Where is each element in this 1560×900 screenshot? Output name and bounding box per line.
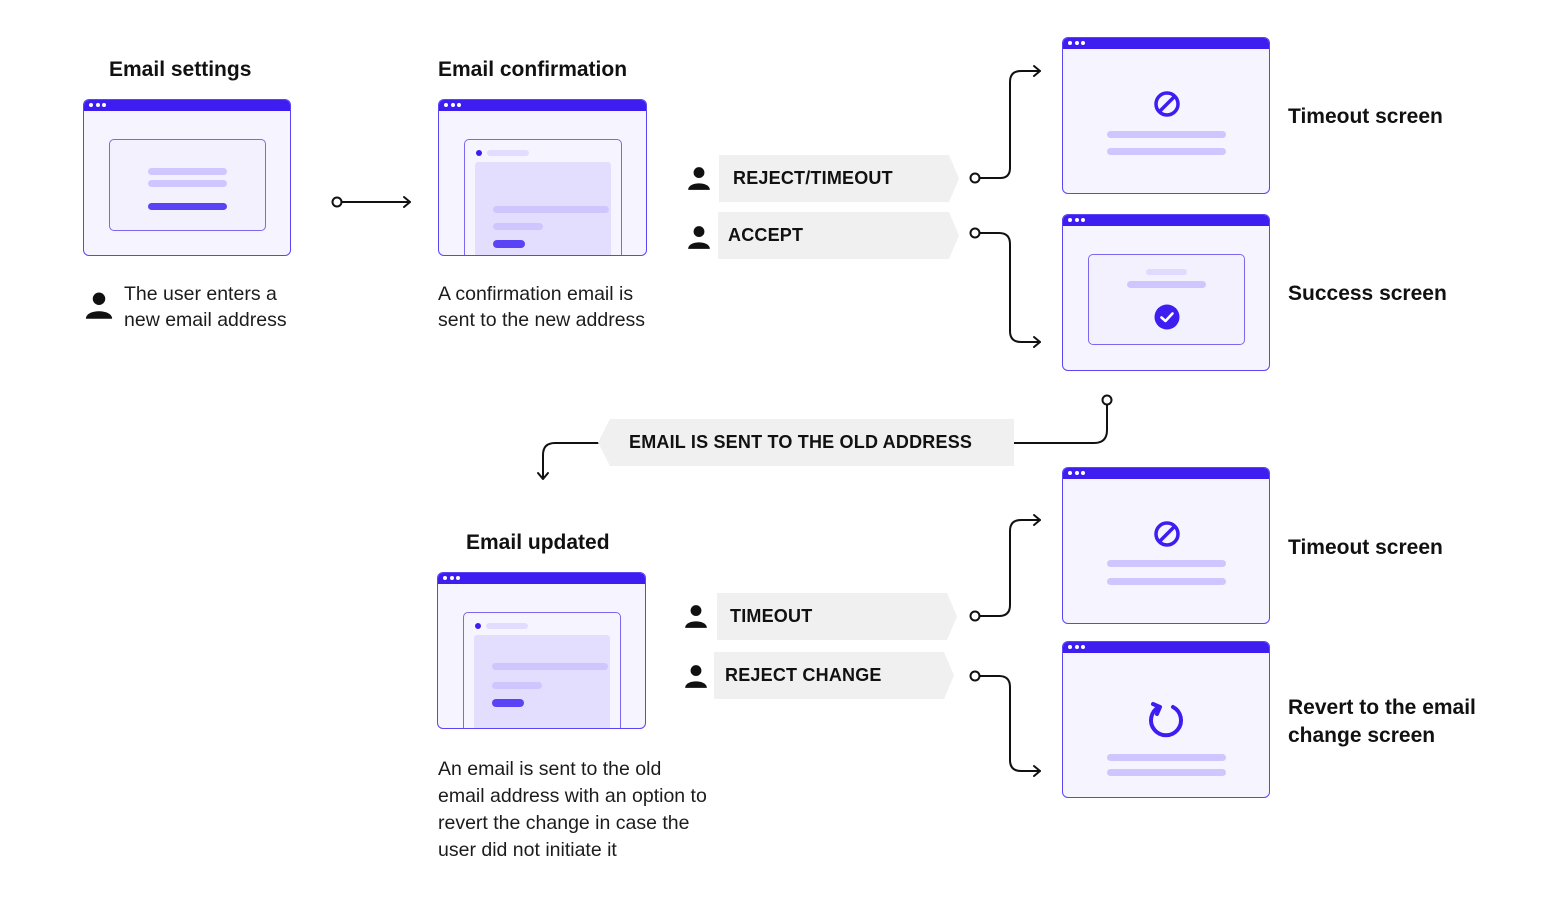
reject-timeout-action: REJECT/TIMEOUT — [719, 155, 959, 202]
step2-caption: A confirmation email is sent to the new … — [438, 283, 646, 331]
success-screen-window — [1062, 214, 1270, 371]
email-preview — [464, 139, 622, 255]
user-icon — [688, 167, 710, 190]
arrow-icon — [537, 394, 1113, 480]
email-updated-window — [437, 572, 646, 729]
arrow-icon — [969, 514, 1041, 622]
user-icon — [685, 605, 707, 628]
arrow-icon — [969, 227, 1041, 348]
block-icon — [1154, 521, 1180, 547]
step3-caption: An email is sent to the old email addres… — [438, 758, 707, 861]
success-card — [1088, 254, 1245, 345]
success-screen-label: Success screen — [1288, 282, 1447, 305]
step1-caption: The user enters a new email address — [124, 283, 287, 331]
block-icon — [1154, 91, 1180, 117]
revert-screen-window — [1062, 641, 1270, 798]
step1-title: Email settings — [109, 58, 252, 81]
arrow-icon — [331, 196, 411, 208]
reject-change-action: REJECT CHANGE — [714, 652, 954, 699]
window-titlebar — [1063, 642, 1269, 653]
step2-title: Email confirmation — [438, 58, 628, 81]
step3-title: Email updated — [466, 531, 610, 554]
window-titlebar — [1063, 38, 1269, 49]
timeout-screen-label: Timeout screen — [1288, 536, 1443, 559]
timeout-screen-label: Timeout screen — [1288, 105, 1443, 128]
window-titlebar — [439, 100, 646, 111]
timeout-screen-window — [1062, 37, 1270, 194]
window-titlebar — [1063, 215, 1269, 226]
window-titlebar — [84, 100, 290, 111]
user-icon — [85, 292, 113, 319]
window-titlebar — [438, 573, 645, 584]
revert-screen-label: Revert to the email change screen — [1288, 696, 1476, 747]
old-address-action: EMAIL IS SENT TO THE OLD ADDRESS — [598, 419, 1014, 466]
accept-action: ACCEPT — [718, 212, 959, 259]
email-settings-window — [83, 99, 291, 256]
arrow-icon — [969, 65, 1041, 184]
user-icon — [685, 665, 707, 688]
timeout-action: TIMEOUT — [717, 593, 957, 640]
email-confirmation-window — [438, 99, 647, 256]
timeout-screen-window — [1062, 467, 1270, 624]
user-icon — [688, 226, 710, 249]
refresh-icon — [1149, 702, 1183, 738]
check-circle-icon — [1154, 304, 1180, 330]
settings-card — [109, 139, 266, 231]
arrow-icon — [969, 670, 1041, 777]
window-titlebar — [1063, 468, 1269, 479]
email-preview — [463, 612, 621, 728]
